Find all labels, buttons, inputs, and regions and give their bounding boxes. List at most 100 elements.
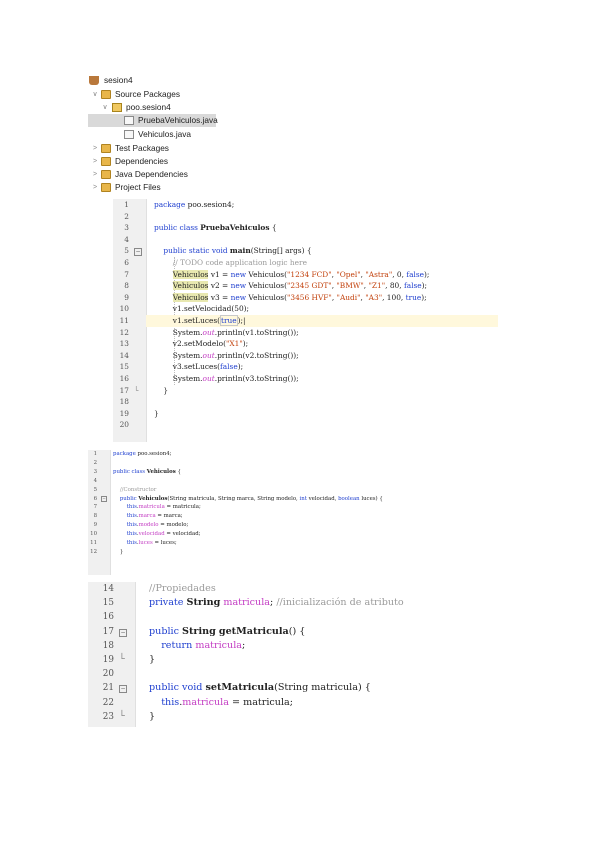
fold-toggle-icon[interactable]: −	[119, 685, 127, 694]
chevron-right-icon[interactable]: >	[92, 184, 98, 191]
code-editor-prueba-vehiculos[interactable]: 1 2 3 4 5− 6 7 8 9 10 11 12 13 14 15 16 …	[113, 199, 498, 442]
tree-item-package[interactable]: ∨ poo.sesion4	[88, 101, 288, 114]
line-number-gutter	[88, 582, 136, 727]
line-number: 19	[119, 408, 129, 418]
line-number: 19	[102, 655, 114, 665]
line-number: 2	[93, 459, 97, 466]
line-number: 16	[119, 374, 129, 383]
line-number: 7	[124, 269, 129, 279]
code-line: // TODO code application logic here	[172, 258, 307, 267]
code-line: public Vehiculos(String matricula, Strin…	[119, 495, 383, 502]
tree-item-label: Source Packages	[115, 89, 181, 99]
fold-toggle-icon[interactable]: −	[101, 495, 107, 502]
line-number: 13	[119, 339, 129, 349]
fold-toggle-icon[interactable]: −	[134, 248, 142, 257]
line-number: 5	[124, 246, 129, 256]
line-number: 9	[93, 522, 97, 529]
tree-item-project-files[interactable]: > Project Files	[88, 181, 288, 194]
line-number: 7	[93, 504, 97, 511]
code-line: System.out.println(v1.toString());	[154, 327, 299, 337]
line-number: 10	[90, 531, 97, 538]
line-number: 12	[119, 327, 129, 337]
chevron-down-icon[interactable]: ∨	[102, 104, 108, 111]
line-number: 2	[124, 211, 129, 221]
line-number: 3	[93, 468, 97, 475]
code-line: return matricula;	[161, 639, 246, 651]
line-number: 14	[119, 350, 129, 360]
code-line: Vehiculos v3 = new Vehiculos("3456 HVF",…	[172, 292, 427, 302]
code-line: }	[154, 408, 159, 418]
code-line: System.out.println(v2.toString());	[154, 350, 299, 360]
folder-icon	[101, 170, 111, 179]
tree-item-java-dependencies[interactable]: > Java Dependencies	[88, 168, 288, 181]
package-icon	[112, 103, 122, 112]
code-line: this.luces = luces;	[126, 540, 177, 546]
line-number: 18	[102, 640, 114, 651]
code-line: Vehiculos v2 = new Vehiculos("2345 GDT",…	[172, 281, 427, 291]
tree-item-test-packages[interactable]: > Test Packages	[88, 142, 288, 155]
code-line: System.out.println(v3.toString());	[154, 374, 299, 383]
line-number: 9	[124, 292, 129, 302]
code-editor-vehiculos-properties[interactable]: 14 15 16 17− 18 19└ 20 21− 22 23└ //Prop…	[88, 582, 498, 727]
line-number: 20	[119, 420, 129, 430]
line-number: 23	[102, 711, 114, 722]
line-number: 8	[124, 281, 129, 291]
code-line: this.modelo = modelo;	[126, 522, 189, 529]
code-line-current: v1.setLuces(true);|	[154, 315, 246, 326]
code-line: //Constructor	[119, 486, 157, 493]
fold-end-icon: └	[134, 385, 139, 395]
code-line: this.velocidad = velocidad;	[126, 531, 201, 538]
tree-item-prueba-vehiculos[interactable]: PruebaVehiculos.java	[88, 114, 218, 127]
code-line: Vehiculos v1 = new Vehiculos("1234 FCD",…	[172, 269, 430, 279]
code-area[interactable]: //Propiedades private String matricula; …	[135, 582, 498, 727]
chevron-down-icon[interactable]: ∨	[92, 91, 98, 98]
code-line: }	[154, 385, 169, 395]
line-number: 22	[102, 697, 114, 708]
code-line: }	[149, 710, 156, 722]
line-number: 17	[102, 626, 114, 637]
code-line: //Propiedades	[149, 583, 216, 594]
code-line: }	[113, 548, 124, 555]
line-number: 17	[119, 385, 129, 395]
tree-item-label: poo.sesion4	[126, 102, 171, 112]
line-number: 6	[124, 258, 129, 267]
line-number: 15	[119, 362, 129, 372]
chevron-right-icon[interactable]: >	[92, 171, 98, 178]
line-number: 1	[93, 451, 97, 457]
line-number: 4	[124, 234, 129, 244]
java-file-icon	[124, 116, 134, 125]
line-number: 12	[90, 548, 97, 555]
folder-icon	[101, 183, 111, 192]
chevron-right-icon[interactable]: >	[92, 145, 98, 152]
code-line: v3.setLuces(false);	[154, 362, 244, 372]
code-line: this.matricula = matricula;	[161, 696, 294, 708]
code-line: }	[149, 654, 156, 665]
code-area[interactable]: package poo.sesion4; public class Vehicu…	[110, 450, 512, 575]
line-number: 5	[93, 486, 97, 493]
fold-toggle-icon[interactable]: −	[119, 628, 127, 637]
folder-icon	[101, 157, 111, 166]
tree-item-sesion4[interactable]: sesion4	[88, 74, 288, 87]
folder-icon	[101, 90, 111, 99]
code-line: v2.setModelo("X1");	[154, 339, 249, 349]
tree-item-dependencies[interactable]: > Dependencies	[88, 155, 288, 168]
code-area[interactable]: package poo.sesion4; public class Prueba…	[146, 199, 498, 442]
tree-item-source-packages[interactable]: ∨ Source Packages	[88, 88, 288, 101]
tree-item-label: Project Files	[115, 182, 161, 192]
code-line: public void setMatricula(String matricul…	[149, 682, 371, 694]
tree-item-vehiculos[interactable]: Vehiculos.java	[88, 128, 288, 141]
line-number: 10	[119, 304, 129, 314]
code-line: public class Vehiculos {	[113, 468, 181, 475]
code-editor-vehiculos-constructor[interactable]: 1 2 3 4 5 6− 7 8 9 10 11 12 package poo.…	[88, 450, 512, 575]
line-number-gutter	[88, 450, 111, 575]
code-line: public static void main(String[] args) {	[163, 246, 312, 256]
code-line: package poo.sesion4;	[113, 451, 172, 457]
tree-item-label: sesion4	[104, 75, 133, 85]
line-number: 3	[124, 223, 129, 233]
line-number: 16	[102, 612, 114, 623]
fold-end-icon: └	[119, 710, 125, 722]
chevron-right-icon[interactable]: >	[92, 158, 98, 165]
line-number: 18	[119, 397, 129, 407]
folder-icon	[101, 144, 111, 153]
code-line: private String matricula; //inicializaci…	[149, 597, 404, 609]
